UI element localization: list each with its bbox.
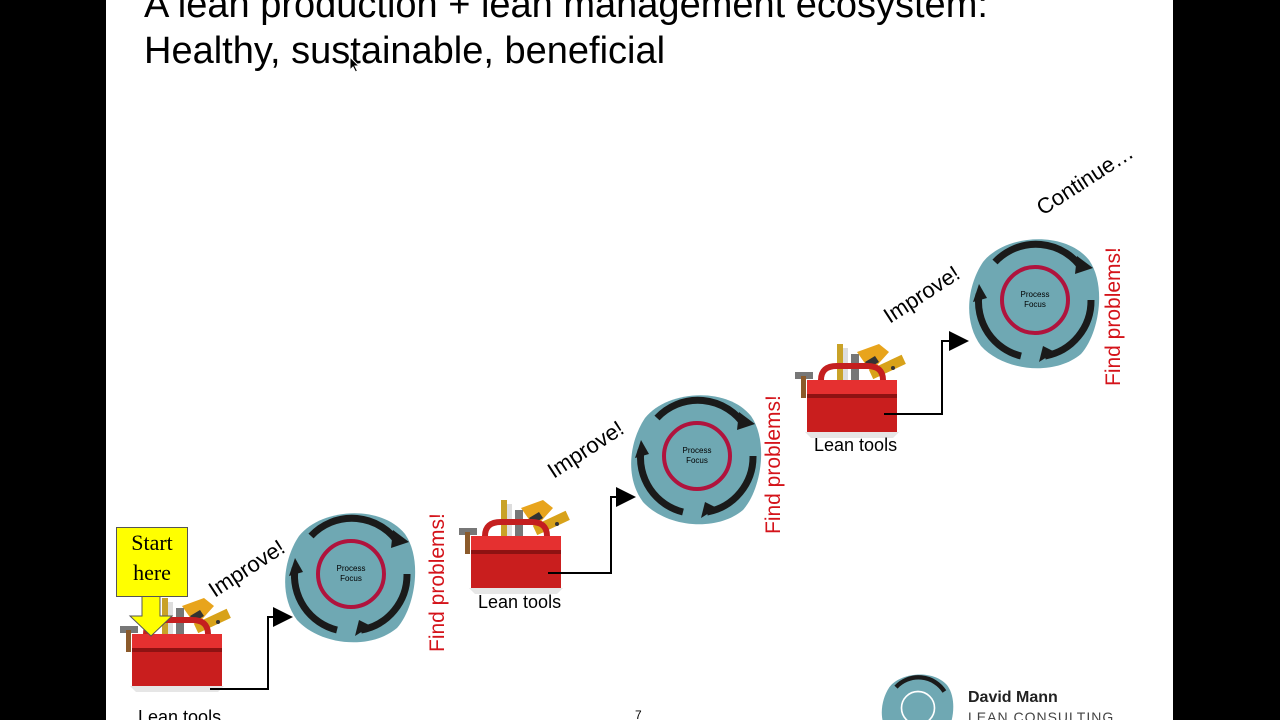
process-focus-line2: Focus <box>1024 300 1046 309</box>
diagram-graphics <box>106 0 1173 720</box>
logo-name: David Mann <box>968 689 1058 706</box>
lean-tools-label-3: Lean tools <box>814 435 898 455</box>
mouse-pointer-icon <box>349 56 361 73</box>
process-focus-label-2: Process Focus <box>678 446 716 466</box>
start-here-callout: Start here <box>116 527 188 597</box>
process-focus-line1: Process <box>682 446 712 455</box>
process-focus-line2: Focus <box>340 574 362 583</box>
process-focus-line1: Process <box>336 564 366 573</box>
process-focus-label-3: Process Focus <box>1016 290 1054 310</box>
logo-subtitle: LEAN CONSULTING <box>968 709 1115 720</box>
start-line-1: Start <box>131 530 173 555</box>
process-focus-label-1: Process Focus <box>332 564 370 584</box>
slide: A lean production + lean management ecos… <box>106 0 1173 720</box>
slide-title: A lean production + lean management ecos… <box>144 0 988 74</box>
start-line-2: here <box>133 560 171 585</box>
lean-tools-label-1: Lean tools <box>138 707 222 720</box>
lean-tools-label-2: Lean tools <box>478 592 562 612</box>
process-focus-line2: Focus <box>686 456 708 465</box>
page-number: 7 <box>635 708 642 720</box>
find-problems-label-1: Find problems! <box>426 513 449 652</box>
title-line-2: Healthy, sustainable, beneficial <box>144 30 666 72</box>
process-focus-line1: Process <box>1020 290 1050 299</box>
find-problems-label-3: Find problems! <box>1102 247 1125 386</box>
find-problems-label-2: Find problems! <box>762 395 785 534</box>
title-line-1: A lean production + lean management ecos… <box>144 0 988 26</box>
